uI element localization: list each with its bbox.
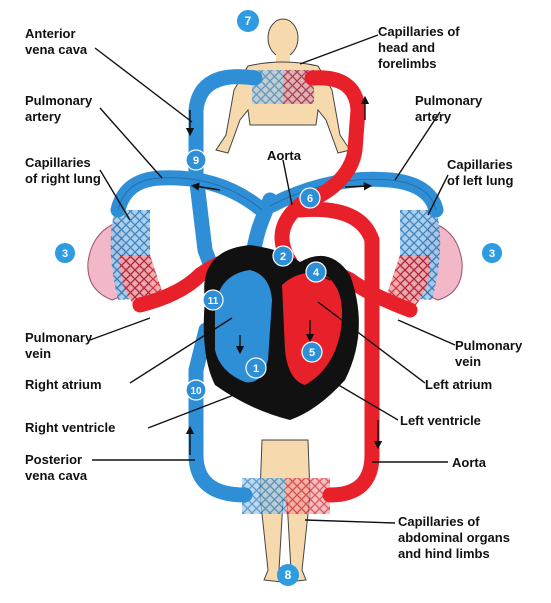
label-anterior-vena-cava: Anterior vena cava — [25, 26, 88, 57]
badge-10: 10 — [185, 379, 207, 401]
svg-text:3: 3 — [489, 248, 495, 260]
badge-3-right: 3 — [482, 243, 502, 263]
svg-text:1: 1 — [253, 363, 259, 375]
svg-text:7: 7 — [245, 14, 252, 28]
label-left-atrium: Left atrium — [425, 377, 493, 392]
leader-lines — [89, 34, 456, 524]
label-capillaries-head: Capillaries of head and forelimbs — [378, 24, 460, 71]
label-capillaries-left-lung: Capillaries of left lung — [447, 157, 514, 188]
label-aorta-top: Aorta — [267, 148, 301, 163]
badge-3-left: 3 — [55, 243, 75, 263]
badge-6: 6 — [299, 187, 321, 209]
badge-8: 8 — [277, 564, 299, 586]
svg-text:2: 2 — [280, 251, 286, 263]
label-capillaries-abdominal: Capillaries of abdominal organs and hind… — [398, 514, 510, 561]
label-right-ventricle: Right ventricle — [25, 420, 116, 435]
label-posterior-vena-cava: Posterior vena cava — [25, 452, 88, 483]
badge-7: 7 — [237, 10, 259, 32]
svg-text:3: 3 — [62, 248, 68, 260]
svg-text:9: 9 — [193, 155, 199, 167]
svg-text:5: 5 — [309, 347, 315, 359]
label-pulmonary-artery-right: Pulmonary artery — [415, 93, 483, 124]
flow-arrows — [185, 95, 383, 455]
number-badges: 7 9 6 3 3 2 4 11 5 1 10 8 — [55, 10, 502, 586]
label-aorta-bottom: Aorta — [452, 455, 486, 470]
badge-2: 2 — [272, 245, 294, 267]
badge-9: 9 — [185, 149, 207, 171]
label-pulmonary-vein-right: Pulmonary vein — [455, 338, 523, 369]
svg-text:4: 4 — [313, 267, 320, 279]
label-left-ventricle: Left ventricle — [400, 413, 481, 428]
label-capillaries-right-lung: Capillaries of right lung — [25, 155, 101, 186]
svg-text:8: 8 — [285, 568, 292, 582]
badge-5: 5 — [301, 341, 323, 363]
svg-text:6: 6 — [307, 193, 313, 205]
badge-1: 1 — [245, 357, 267, 379]
badge-11: 11 — [202, 289, 224, 311]
label-pulmonary-vein-left: Pulmonary vein — [25, 330, 93, 361]
svg-text:10: 10 — [190, 386, 202, 397]
label-pulmonary-artery-left: Pulmonary artery — [25, 93, 93, 124]
label-right-atrium: Right atrium — [25, 377, 102, 392]
heart — [203, 245, 359, 420]
svg-text:11: 11 — [208, 296, 219, 307]
badge-4: 4 — [305, 261, 327, 283]
